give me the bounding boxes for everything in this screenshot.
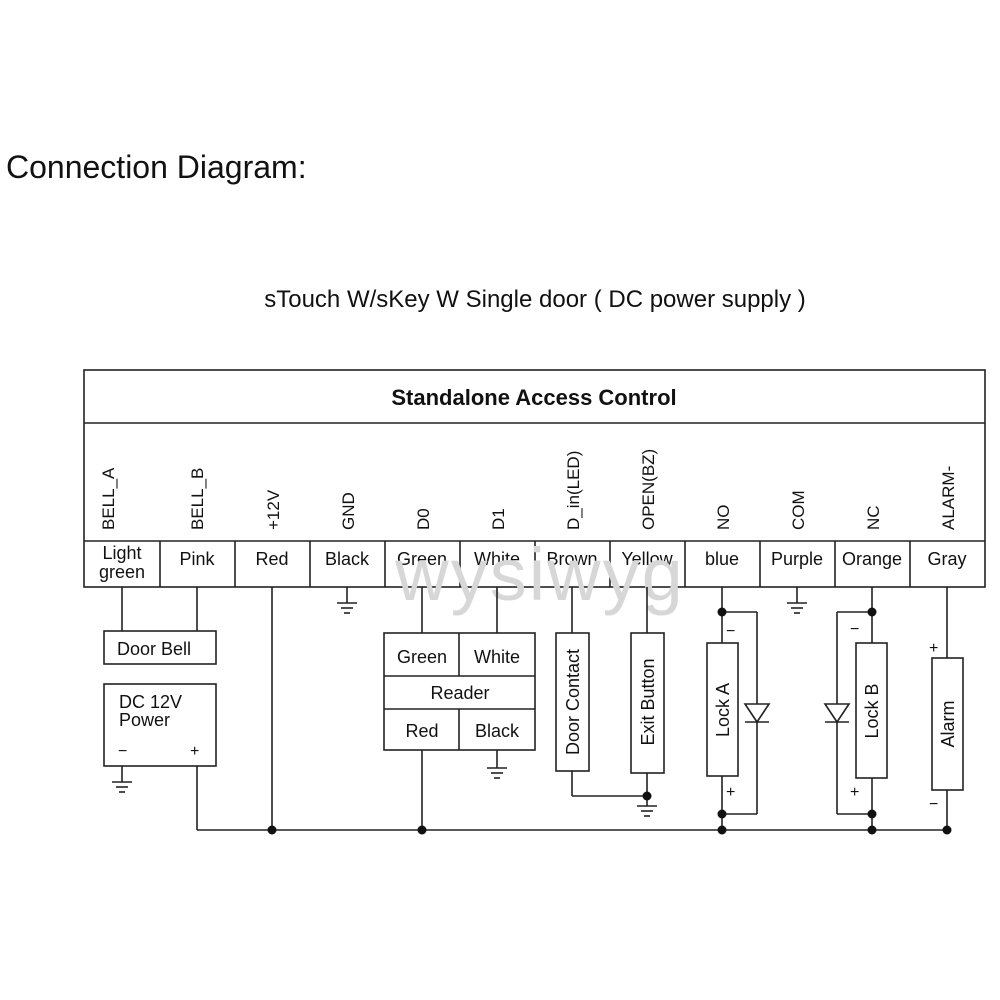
junction-dot [717, 825, 727, 835]
junction-dot [417, 825, 427, 835]
junction-dot [267, 825, 277, 835]
pin-wire-bell-a-line2: green [99, 562, 145, 582]
pin-wire-com: Purple [771, 549, 823, 569]
page-title: Connection Diagram: [6, 149, 307, 185]
ground-icon [337, 602, 357, 614]
diode-icon [743, 703, 771, 724]
junction-dots [267, 607, 952, 835]
power-supply-box [103, 683, 217, 767]
diode-icon [823, 703, 851, 724]
pin-wire-open-bz: Yellow [621, 549, 673, 569]
junction-dot [867, 825, 877, 835]
junction-dot [717, 809, 727, 819]
controller-title: Standalone Access Control [391, 385, 676, 410]
pin-wire-bell-b: Pink [179, 549, 215, 569]
pin-wire-d-in-led: Brown [546, 549, 597, 569]
junction-dot [717, 607, 727, 617]
reader-grid-lines [384, 633, 535, 750]
lock-b-plus-sign: + [850, 784, 859, 801]
pin-signal-d1: D1 [489, 508, 508, 530]
pin-wire-bell-a-line1: Light [102, 543, 141, 563]
junction-dot [642, 791, 652, 801]
lock-a-minus-sign: − [726, 623, 735, 640]
power-supply-line1: DC 12V [119, 692, 182, 712]
wire-cell-dividers [159, 541, 911, 587]
pin-signal-com: COM [789, 490, 808, 530]
door-contact-label: Door Contact [563, 649, 583, 755]
power-supply-line2: Power [119, 710, 170, 730]
lock-a-plus-sign: + [726, 784, 735, 801]
pin-wire-alarm: Gray [927, 549, 966, 569]
junction-dot [867, 607, 877, 617]
ground-icon [787, 602, 807, 614]
exit-button-label: Exit Button [638, 658, 658, 745]
pin-signal-labels: BELL_A BELL_B +12V GND D0 D1 D_in(LED) O… [99, 449, 958, 530]
door-contact-box [555, 632, 590, 772]
pin-wire-nc: Orange [842, 549, 902, 569]
pin-wire-no: blue [705, 549, 739, 569]
ground-icon [112, 781, 132, 793]
diagram-title: sTouch W/sKey W Single door ( DC power s… [264, 286, 806, 313]
pin-signal-gnd: GND [339, 492, 358, 530]
exit-button-box [630, 632, 665, 774]
reader-green-label: Green [397, 647, 447, 667]
ground-icon [637, 805, 657, 817]
power-plus-sign: + [190, 743, 199, 760]
door-bell-label: Door Bell [117, 639, 191, 659]
lock-b-minus-sign: − [850, 621, 859, 638]
pin-wire-labels: Light green Pink Red Black Green White B… [99, 543, 967, 582]
junction-dot [942, 825, 952, 835]
pin-signal-12v: +12V [264, 489, 283, 530]
pin-wire-d0: Green [397, 549, 447, 569]
reader-black-label: Black [475, 721, 520, 741]
reader-label: Reader [430, 683, 489, 703]
pin-signal-bell-b: BELL_B [188, 468, 207, 530]
pin-wire-d1: White [474, 549, 520, 569]
pin-signal-alarm: ALARM- [939, 466, 958, 530]
pin-signal-nc: NC [864, 505, 883, 530]
alarm-box [931, 657, 964, 791]
reader-red-label: Red [405, 721, 438, 741]
lock-b-label: Lock B [862, 683, 882, 738]
alarm-minus-sign: − [929, 796, 938, 813]
pin-signal-no: NO [714, 505, 733, 531]
pin-signal-d-in-led: D_in(LED) [564, 451, 583, 530]
watermark: wysiwyg [394, 533, 684, 616]
pin-signal-open-bz: OPEN(BZ) [639, 449, 658, 530]
lock-a-label: Lock A [713, 683, 733, 737]
ground-icon [487, 767, 507, 779]
pin-wire-12v: Red [255, 549, 288, 569]
lock-b-box [855, 642, 888, 779]
junction-dot [867, 809, 877, 819]
alarm-label: Alarm [938, 700, 958, 747]
pin-signal-bell-a: BELL_A [99, 467, 118, 530]
alarm-plus-sign: + [929, 640, 938, 657]
reader-white-label: White [474, 647, 520, 667]
door-bell-box [103, 630, 217, 665]
pin-wire-gnd: Black [325, 549, 370, 569]
power-minus-sign: − [118, 743, 127, 760]
pin-signal-d0: D0 [414, 508, 433, 530]
lock-a-box [706, 642, 739, 777]
